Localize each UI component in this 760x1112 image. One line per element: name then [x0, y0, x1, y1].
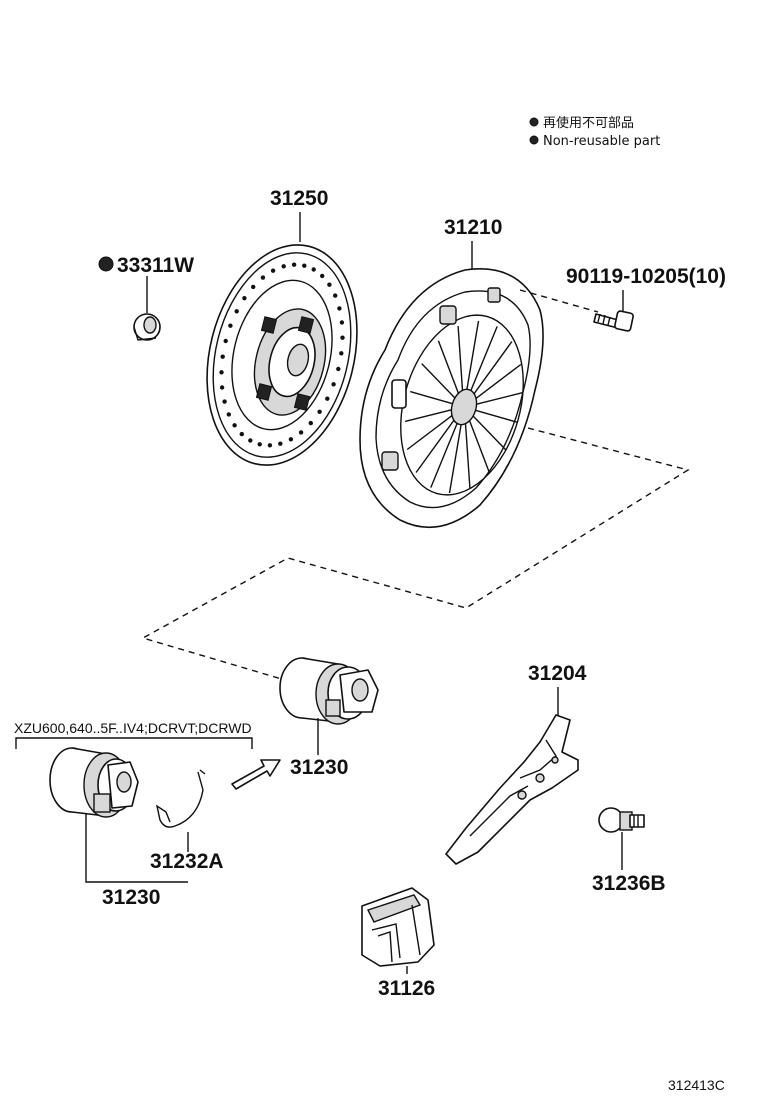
part-31204[interactable]: 31204	[445, 662, 587, 865]
disc-rivet	[248, 438, 253, 443]
disc-rivet	[257, 442, 262, 447]
disc-rivet	[320, 273, 325, 279]
disc-rivet	[327, 282, 332, 287]
bolt-illustration	[593, 310, 634, 332]
part-31230-top[interactable]: 31230	[279, 657, 379, 779]
disc-rivet	[281, 264, 286, 269]
label-31250: 31250	[270, 187, 328, 210]
spring-finger	[476, 391, 524, 405]
clutch-disc-illustration	[206, 244, 358, 466]
label-31236b: 31236B	[592, 872, 666, 895]
spring-finger	[473, 341, 513, 395]
disc-rivet	[234, 309, 239, 314]
spring-finger	[457, 325, 464, 391]
label-31204: 31204	[528, 662, 587, 685]
spring-finger	[468, 420, 491, 474]
disc-rivet	[331, 382, 336, 387]
spring-finger	[475, 363, 522, 399]
pivot-ball-illustration	[598, 807, 645, 833]
disc-rivet	[223, 338, 228, 344]
spring-finger	[448, 424, 462, 494]
legend-bullet-2	[529, 135, 539, 145]
disc-rivet	[311, 267, 316, 272]
disc-rivet	[298, 430, 304, 435]
spring-finger	[437, 340, 460, 394]
release-fork-illustration	[445, 714, 579, 865]
disc-rivet	[278, 441, 283, 446]
spring-finger	[410, 390, 453, 405]
part-31126[interactable]: 31126	[361, 887, 435, 1000]
spring-finger	[406, 415, 453, 451]
disc-rivet	[260, 275, 266, 280]
label-31230-top: 31230	[290, 756, 348, 779]
disc-rivet	[291, 262, 297, 267]
non-reusable-marker	[98, 256, 114, 272]
disc-rivet	[325, 396, 330, 401]
legend-bullet-1	[529, 117, 539, 127]
part-31236b[interactable]: 31236B	[592, 807, 666, 895]
part-31210[interactable]: 31210	[359, 216, 544, 528]
release-bearing-illustration-2	[49, 747, 139, 818]
disc-rivet	[339, 351, 344, 356]
legend-line-jp: 再使用不可部品	[543, 115, 634, 131]
disc-rivet	[267, 443, 273, 448]
variant-bracket: XZU600,640..5F..IV4;DCRVT;DCRWD	[14, 720, 253, 749]
pressure-plate-illustration	[359, 268, 544, 528]
disc-rivet	[226, 412, 231, 417]
disc-rivet	[242, 296, 247, 301]
spring-finger	[466, 320, 480, 390]
disc-rivet	[302, 263, 307, 268]
disc-rivet	[288, 437, 294, 442]
spring-finger	[430, 423, 458, 488]
disc-rivet	[219, 385, 225, 390]
disc-rivet	[222, 399, 227, 404]
figure-code: 312413C	[668, 1077, 725, 1093]
disc-rivet	[317, 409, 322, 414]
disc-rivet	[337, 306, 342, 311]
disc-rivet	[232, 423, 237, 428]
spring-finger	[472, 415, 507, 451]
label-33311w: 33311W	[117, 254, 194, 277]
spring-finger	[421, 363, 456, 399]
disc-rivet	[239, 431, 244, 437]
part-90119-10205[interactable]: 90119-10205(10)	[566, 265, 726, 332]
spring-finger	[470, 326, 498, 391]
label-31230-bottom: 31230	[102, 886, 160, 909]
disc-rivet	[339, 320, 345, 325]
spring-finger	[404, 409, 452, 423]
dashed-line-bolt	[519, 289, 599, 313]
label-31232a: 31232A	[150, 850, 224, 873]
disc-rivet	[308, 420, 313, 426]
disc-rivet	[228, 323, 233, 328]
leader-31230-bottom	[85, 814, 188, 883]
disc-rivet	[220, 354, 225, 359]
disc-rivet	[251, 284, 256, 290]
bushing-illustration	[133, 313, 161, 341]
part-31230-bottom[interactable]: 31230	[49, 747, 188, 909]
spring-finger	[464, 423, 471, 489]
part-31250[interactable]: 31250	[185, 187, 379, 481]
label-31210: 31210	[444, 216, 502, 239]
arrow-icon	[231, 759, 281, 790]
disc-rivet	[336, 366, 341, 372]
disc-rivet	[270, 268, 276, 273]
boot-illustration	[361, 887, 435, 967]
disc-rivet	[333, 293, 338, 298]
legend-line-en: Non-reusable part	[543, 134, 660, 149]
label-31126: 31126	[378, 977, 435, 1000]
spring-finger	[475, 409, 518, 424]
label-90119: 90119-10205(10)	[566, 265, 726, 288]
variant-note: XZU600,640..5F..IV4;DCRVT;DCRWD	[14, 720, 252, 736]
release-bearing-illustration	[279, 657, 379, 725]
part-31232a[interactable]: 31232A	[150, 769, 224, 873]
disc-rivet	[219, 370, 224, 375]
legend: 再使用不可部品 Non-reusable part	[529, 115, 660, 149]
dashed-line-assembly	[141, 427, 690, 681]
disc-rivet	[340, 335, 345, 340]
part-33311w[interactable]: 33311W	[98, 254, 194, 341]
clip-illustration	[155, 771, 204, 828]
spring-finger	[415, 419, 455, 473]
